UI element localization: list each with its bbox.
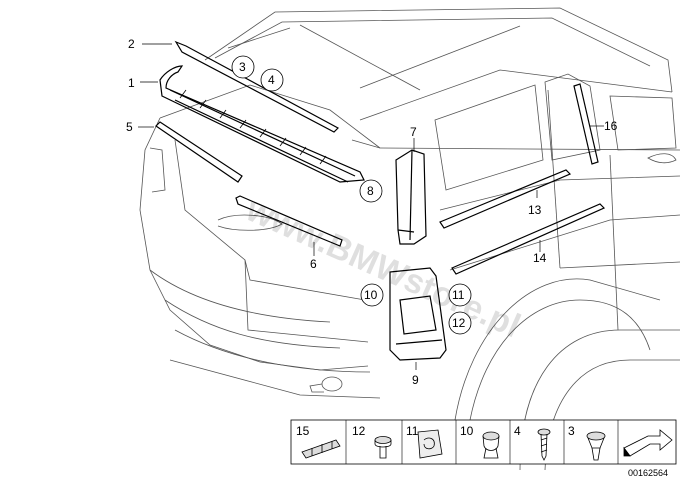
callout-13: 13 xyxy=(528,203,542,217)
part-16-strip xyxy=(573,83,599,165)
callout-4: 4 xyxy=(268,73,275,87)
callout-1: 1 xyxy=(128,76,135,90)
legend-label-12: 12 xyxy=(352,424,366,438)
reference-number: 00162564 xyxy=(628,468,668,478)
callout-6: 6 xyxy=(310,257,317,271)
part-6-strip xyxy=(235,195,343,247)
circled-callouts: 3 4 8 10 11 12 xyxy=(231,55,472,335)
callout-9: 9 xyxy=(412,373,419,387)
callout-7: 7 xyxy=(410,125,417,139)
callout-2: 2 xyxy=(128,37,135,51)
callout-16: 16 xyxy=(604,119,618,133)
callout-14: 14 xyxy=(533,251,547,265)
callout-10: 10 xyxy=(364,288,378,302)
part-9-taillight xyxy=(389,267,447,361)
part-14-strip xyxy=(451,203,606,275)
expanding-rivet-icon xyxy=(482,431,500,459)
callout-12: 12 xyxy=(452,316,466,330)
legend-label-10: 10 xyxy=(460,424,474,438)
part-1-spoiler xyxy=(159,65,365,183)
direction-arrow-icon xyxy=(623,429,673,457)
fastener-legend: 15 12 11 10 4 3 xyxy=(290,419,677,465)
spring-nut-icon xyxy=(417,429,443,459)
legend-label-3: 3 xyxy=(568,424,575,438)
watermark: www.BMWstore.pl xyxy=(240,190,526,345)
legend-label-11: 11 xyxy=(406,424,419,438)
plastic-rivet-icon xyxy=(586,431,606,461)
part-2-strip xyxy=(174,40,339,133)
part-13-strip xyxy=(439,169,572,229)
parts xyxy=(155,40,606,361)
callout-3: 3 xyxy=(239,60,246,74)
callouts: 2 1 5 6 7 9 13 14 16 xyxy=(126,37,618,387)
legend-label-4: 4 xyxy=(514,424,521,438)
callout-8: 8 xyxy=(367,184,374,198)
part-5-strip xyxy=(155,121,243,183)
callout-11: 11 xyxy=(452,288,465,302)
leader-lines xyxy=(138,43,604,370)
screw-washer-icon xyxy=(374,436,392,459)
callout-5: 5 xyxy=(126,120,133,134)
clip-strip-icon xyxy=(301,439,341,459)
legend-label-15: 15 xyxy=(296,424,310,438)
screw-icon xyxy=(537,428,551,461)
